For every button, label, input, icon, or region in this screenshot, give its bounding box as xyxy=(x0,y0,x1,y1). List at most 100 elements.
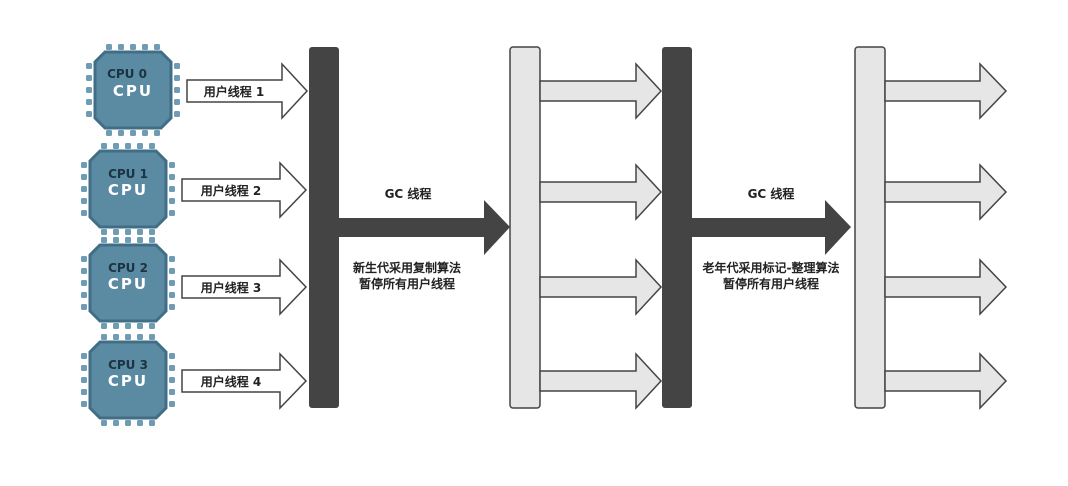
cpu-pin xyxy=(174,87,180,93)
cpu-2-body xyxy=(88,243,168,323)
cpu-pin xyxy=(137,237,143,243)
cpu-pin xyxy=(113,237,119,243)
cpu-pin xyxy=(169,210,175,216)
cpu-pin xyxy=(101,420,107,426)
cpu-pin xyxy=(81,268,87,274)
cpu-pin xyxy=(81,198,87,204)
cpu-pin xyxy=(169,162,175,168)
cpu-pin xyxy=(113,143,119,149)
cpu-pin xyxy=(101,229,107,235)
cpu-pin xyxy=(137,143,143,149)
cpu-1-chip-text: CPU xyxy=(108,181,148,199)
cpu-pin xyxy=(113,334,119,340)
cpu-pin xyxy=(81,292,87,298)
cpu-pin xyxy=(86,87,92,93)
cpu-chip-3: CPU 3 CPU xyxy=(81,334,175,426)
cpu-pin xyxy=(81,210,87,216)
cpu-pin xyxy=(149,143,155,149)
cpu-pin xyxy=(174,63,180,69)
cpu-pin xyxy=(106,44,112,50)
cpu-3-chip-text: CPU xyxy=(108,372,148,390)
cpu-pin xyxy=(154,130,160,136)
cpu-chip-1: CPU 1 CPU xyxy=(81,143,175,235)
cpu-pin xyxy=(81,256,87,262)
cpu-pin xyxy=(81,377,87,383)
cpu-pin xyxy=(169,186,175,192)
gc-thread-arrow-1 xyxy=(339,200,510,255)
resume-bar-2 xyxy=(854,46,886,409)
cpu-pin xyxy=(81,353,87,359)
cpu-pin xyxy=(169,292,175,298)
gc-thread-arrow-2 xyxy=(692,200,851,255)
gc-thread-title-2: GC 线程 xyxy=(748,186,795,201)
cpu-pin xyxy=(81,365,87,371)
cpu-pin xyxy=(137,229,143,235)
user-thread-arrow-2 xyxy=(181,161,308,219)
cpu-pin xyxy=(137,420,143,426)
cpu-pin xyxy=(101,237,107,243)
cpu-pin xyxy=(113,229,119,235)
cpu-pin xyxy=(149,323,155,329)
cpu-pin xyxy=(169,389,175,395)
resume-bar-1 xyxy=(509,46,541,409)
cpu-pin xyxy=(101,143,107,149)
cpu-pin xyxy=(81,280,87,286)
cpu-pin xyxy=(101,323,107,329)
cpu-pin xyxy=(106,130,112,136)
cpu-0-body xyxy=(93,50,173,130)
resumed-thread-arrow-1c xyxy=(539,258,663,316)
cpu-pin xyxy=(125,334,131,340)
resumed-thread-arrow-1d xyxy=(539,352,663,410)
cpu-pin xyxy=(113,420,119,426)
cpu-1-body xyxy=(88,149,168,229)
cpu-2-pins xyxy=(81,237,175,329)
cpu-pin xyxy=(169,174,175,180)
cpu-chip-2: CPU 2 CPU xyxy=(81,237,175,329)
cpu-1-pins xyxy=(81,143,175,235)
user-thread-label-1: 用户线程 1 xyxy=(203,84,265,99)
cpu-pin xyxy=(125,420,131,426)
cpu-1-label: CPU 1 xyxy=(108,167,148,181)
cpu-pin xyxy=(81,401,87,407)
cpu-pin xyxy=(86,63,92,69)
cpu-2-label: CPU 2 xyxy=(108,261,148,275)
cpu-0-pins xyxy=(86,44,180,136)
stop-the-world-bar-1 xyxy=(309,47,339,408)
cpu-pin xyxy=(137,334,143,340)
cpu-pin xyxy=(118,44,124,50)
user-thread-arrow-3 xyxy=(181,258,308,316)
cpu-chip-0: CPU 0 CPU xyxy=(86,44,180,136)
user-thread-arrow-4 xyxy=(181,352,308,410)
resumed-thread-arrow-2b xyxy=(884,163,1008,221)
cpu-pin xyxy=(81,174,87,180)
cpu-pin xyxy=(118,130,124,136)
cpu-pin xyxy=(125,323,131,329)
cpu-3-label: CPU 3 xyxy=(108,358,148,372)
cpu-3-body xyxy=(88,340,168,420)
cpu-pin xyxy=(137,323,143,329)
cpu-pin xyxy=(125,143,131,149)
cpu-pin xyxy=(86,75,92,81)
cpu-pin xyxy=(101,334,107,340)
gc-thread-desc-2a: 老年代采用标记-整理算法 xyxy=(703,260,840,275)
cpu-pin xyxy=(149,334,155,340)
user-thread-label-2: 用户线程 2 xyxy=(200,183,262,198)
gc-thread-desc-1b: 暂停所有用户线程 xyxy=(359,276,455,291)
user-thread-label-4: 用户线程 4 xyxy=(200,374,262,389)
cpu-pin xyxy=(113,323,119,329)
cpu-pin xyxy=(81,186,87,192)
cpu-pin xyxy=(174,99,180,105)
gc-thread-desc-1a: 新生代采用复制算法 xyxy=(353,260,461,275)
user-thread-arrow-1 xyxy=(186,62,309,120)
cpu-pin xyxy=(169,353,175,359)
cpu-pin xyxy=(149,229,155,235)
cpu-pin xyxy=(125,229,131,235)
gc-thread-title-1: GC 线程 xyxy=(385,186,432,201)
cpu-pin xyxy=(174,75,180,81)
gc-thread-desc-2b: 暂停所有用户线程 xyxy=(723,276,819,291)
cpu-pin xyxy=(154,44,160,50)
cpu-pin xyxy=(130,130,136,136)
cpu-pin xyxy=(142,44,148,50)
cpu-pin xyxy=(81,162,87,168)
user-thread-label-3: 用户线程 3 xyxy=(200,280,262,295)
